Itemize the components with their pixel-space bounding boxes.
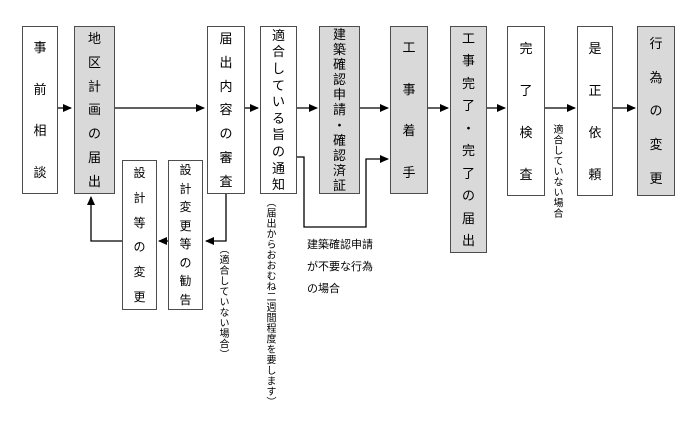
box-construction-completion: 工事完了・完了の届出 xyxy=(450,26,487,253)
box-act-change: 行為の変更 xyxy=(637,26,675,196)
box-construction-start: 工事着手 xyxy=(390,26,428,194)
caption-not-conforming-inspection: 適合していない場合 xyxy=(551,124,562,219)
feedback-review-to-recommendation xyxy=(205,194,227,245)
caption-no-building-confirmation-line3: の場合 xyxy=(307,283,340,295)
caption-notice-duration: （届出からおおむね二週間程度を要します） xyxy=(264,197,275,407)
box-design-etc-change-label: 設計等の変更 xyxy=(133,166,146,304)
caption-not-conforming-review: （適合していない場合） xyxy=(217,244,228,360)
box-design-change-recommendation-label: 設計変更等の勧告 xyxy=(179,163,192,307)
box-construction-start-label: 工事着手 xyxy=(402,40,416,180)
box-construction-completion-label: 工事完了・完了の届出 xyxy=(461,30,475,249)
box-correction-request: 是正依頼 xyxy=(577,26,613,196)
box-completion-inspection-label: 完了検査 xyxy=(519,40,533,182)
box-conformity-notice-label: 適合している旨の通知 xyxy=(271,27,285,193)
box-design-change-recommendation: 設計変更等の勧告 xyxy=(168,160,203,310)
caption-no-building-confirmation-line2: が不要な行為 xyxy=(307,261,373,273)
box-building-confirmation-label: 建築確認申請・確認済証 xyxy=(332,27,346,193)
box-pre-consultation-label: 事前相談 xyxy=(33,40,47,180)
box-design-etc-change: 設計等の変更 xyxy=(122,160,157,310)
box-pre-consultation: 事前相談 xyxy=(22,26,58,194)
box-correction-request-label: 是正依頼 xyxy=(588,40,602,182)
box-notification-content-review-label: 届出内容の審査 xyxy=(219,31,233,189)
box-act-change-label: 行為の変更 xyxy=(649,36,663,186)
box-district-plan-notification: 地区計画の届出 xyxy=(74,26,115,194)
box-building-confirmation: 建築確認申請・確認済証 xyxy=(319,26,360,194)
caption-no-building-confirmation-line1: 建築確認申請 xyxy=(307,239,373,251)
box-conformity-notice: 適合している旨の通知 xyxy=(260,26,297,194)
box-notification-content-review: 届出内容の審査 xyxy=(207,26,245,194)
box-completion-inspection: 完了検査 xyxy=(507,26,545,196)
box-district-plan-notification-label: 地区計画の届出 xyxy=(87,31,101,189)
caption-no-building-confirmation: 建築確認申請 が不要な行為 の場合 xyxy=(307,234,373,300)
feedback-design-change-to-district xyxy=(87,196,122,242)
